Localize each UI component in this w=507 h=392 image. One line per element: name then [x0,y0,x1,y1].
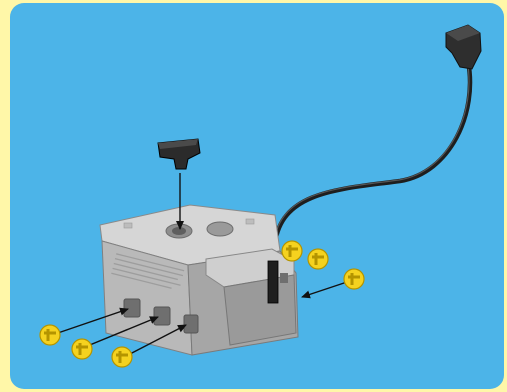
pin-hole [154,307,170,325]
yellow-pin [112,347,132,367]
instruction-panel [10,3,504,389]
pin-hole [280,273,288,283]
arrow-pin [302,281,350,297]
cable-plug [446,25,481,69]
pin-hole [184,315,198,333]
yellow-pin [308,249,328,269]
cable-connector [271,25,481,265]
pin-hole [124,299,140,317]
assembly-diagram [10,3,504,389]
yellow-pin [282,241,302,261]
yellow-pin [72,339,92,359]
cable-clip [158,139,200,169]
yellow-pin [344,269,364,289]
yellow-pin [40,325,60,345]
battery-box [100,205,298,355]
